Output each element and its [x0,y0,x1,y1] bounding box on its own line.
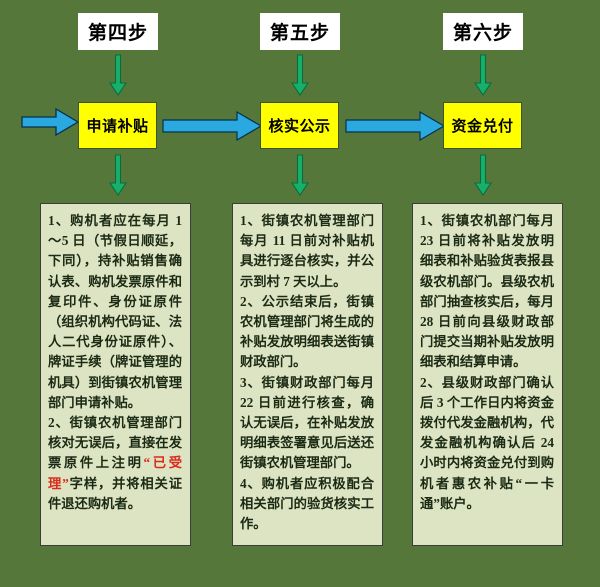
detail-panel-step4: 1、购机者应在每月 1～5 日（节假日顺延，下同），持补贴销售确认表、购机发票原… [40,203,191,546]
green-arrow-down-5-top [290,54,310,96]
step-label-4: 第四步 [78,13,158,50]
detail-item: 1、街镇农机部门每月 23 日前将补贴发放明细表和补贴验货表报县级农机部门。县级… [420,213,554,370]
green-arrow-down-6-bottom [473,154,493,196]
detail-item: 2、县级财政部门确认后 3 个工作日内将资金拨付代发金融机构，代发金融机构确认后… [420,374,554,511]
stage-box-payment: 资金兑付 [443,102,522,149]
blue-arrow-incoming [21,106,80,138]
green-arrow-down-5-bottom [290,154,310,196]
step-label-5: 第五步 [260,13,340,50]
stage-box-verify: 核实公示 [260,102,339,149]
green-arrow-down-6-top [473,54,493,96]
highlight-text: “已受理” [48,455,182,491]
detail-item: 3、街镇财政部门每月 22 日前进行核查，确认无误后，在补贴发放明细表签署意见后… [240,374,374,471]
detail-panel-step6: 1、街镇农机部门每月 23 日前将补贴发放明细表和补贴验货表报县级农机部门。县级… [412,203,563,546]
detail-item: 2、街镇农机管理部门核对无误后，直接在发票原件上注明“已受理”字样，并将相关证件… [48,415,183,511]
green-arrow-down-4-bottom [108,154,128,196]
green-arrow-down-4-top [108,54,128,96]
blue-arrow-4-to-5 [162,110,263,142]
stage-box-apply: 申请补贴 [78,102,157,149]
blue-arrow-5-to-6 [345,110,446,142]
detail-item: 1、街镇农机管理部门每月 11 日前对补贴机具进行逐台核实，并公示到村 7 天以… [240,213,374,289]
detail-item: 2、公示结束后，街镇农机管理部门将生成的补贴发放明细表送街镇财政部门。 [240,293,374,370]
detail-panel-step5: 1、街镇农机管理部门每月 11 日前对补贴机具进行逐台核实，并公示到村 7 天以… [232,203,383,546]
step-label-6: 第六步 [443,13,523,50]
detail-item: 1、购机者应在每月 1～5 日（节假日顺延，下同），持补贴销售确认表、购机发票原… [48,213,182,410]
detail-item: 4、购机者应积极配合相关部门的验货核实工作。 [240,475,374,532]
